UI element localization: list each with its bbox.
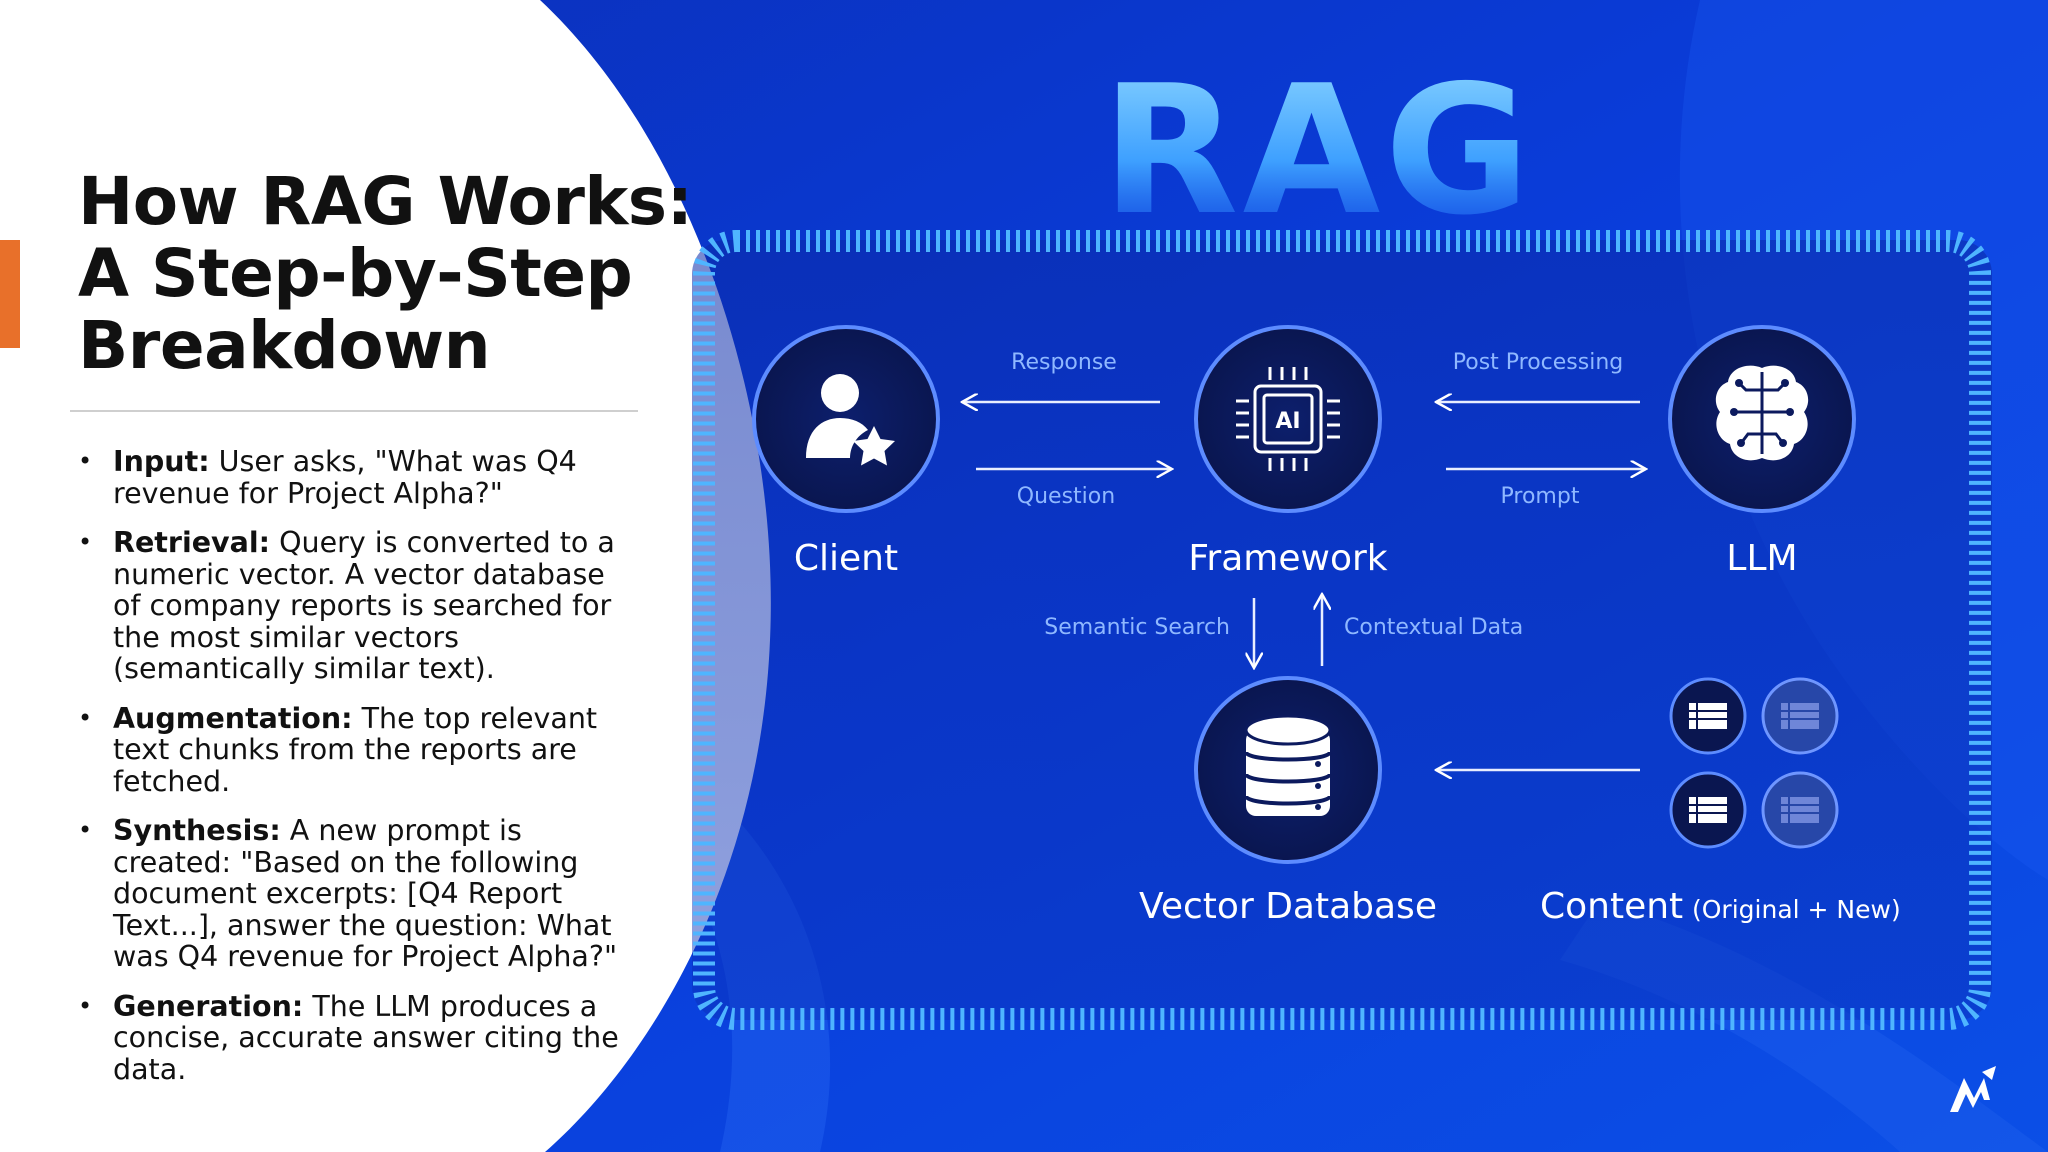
step-text: Query is converted to a numeric vector. … bbox=[113, 526, 615, 685]
document-list-icon bbox=[1761, 677, 1839, 755]
content-group bbox=[1669, 677, 1839, 849]
dashed-frame bbox=[693, 230, 1991, 1030]
page-title: How RAG Works: A Step-by-Step Breakdown bbox=[78, 166, 718, 382]
step-item-generation: Generation: The LLM produces a concise, … bbox=[78, 989, 638, 1086]
step-text: The LLM produces a concise, accurate ans… bbox=[113, 989, 619, 1086]
steps-list: Input: User asks, "What was Q4 revenue f… bbox=[78, 446, 638, 1103]
step-label: Synthesis: bbox=[113, 814, 281, 847]
content-note: (Original + New) bbox=[1692, 895, 1901, 924]
prompt-label: Prompt bbox=[1501, 484, 1580, 509]
document-list-icon bbox=[1669, 771, 1747, 849]
framework-label: Framework bbox=[1188, 538, 1387, 579]
ai-chip-icon bbox=[1236, 367, 1340, 471]
response-label: Response bbox=[1011, 350, 1117, 375]
document-list-icon bbox=[1669, 677, 1747, 755]
database-icon bbox=[1244, 714, 1332, 816]
accent-bar bbox=[0, 240, 20, 348]
user-star-icon bbox=[806, 374, 895, 466]
client-label: Client bbox=[794, 538, 898, 579]
semantic-search-label: Semantic Search bbox=[1044, 615, 1230, 640]
step-item-synthesis: Synthesis: A new prompt is created: "Bas… bbox=[78, 815, 638, 973]
step-item-augmentation: Augmentation: The top relevant text chun… bbox=[78, 701, 638, 798]
title-divider bbox=[70, 410, 638, 412]
vector-db-node bbox=[1194, 676, 1382, 864]
post-processing-label: Post Processing bbox=[1453, 350, 1624, 375]
step-label: Generation: bbox=[113, 989, 304, 1023]
ai-chip-label: AI bbox=[1275, 409, 1300, 434]
brain-circuit-icon bbox=[1715, 365, 1809, 461]
step-label: Input: bbox=[113, 445, 210, 478]
rag-heading: RAG bbox=[1102, 47, 1535, 254]
content-label: Content bbox=[1540, 886, 1683, 927]
framework-node: AI bbox=[1194, 325, 1382, 513]
step-text: The top relevant text chunks from the re… bbox=[113, 701, 598, 798]
step-item-input: Input: User asks, "What was Q4 revenue f… bbox=[78, 446, 638, 509]
question-label: Question bbox=[1017, 484, 1115, 509]
title-line: A Step-by-Step bbox=[78, 235, 633, 312]
title-line: Breakdown bbox=[78, 307, 491, 384]
step-text: A new prompt is created: "Based on the f… bbox=[113, 814, 618, 973]
contextual-data-label: Contextual Data bbox=[1344, 615, 1523, 640]
llm-node bbox=[1668, 325, 1856, 513]
brand-logo-icon bbox=[1950, 1066, 1996, 1112]
step-label: Augmentation: bbox=[113, 701, 353, 735]
step-label: Retrieval: bbox=[113, 526, 271, 559]
step-item-retrieval: Retrieval: Query is converted to a numer… bbox=[78, 527, 638, 685]
document-list-icon bbox=[1761, 771, 1839, 849]
title-line: How RAG Works: bbox=[78, 163, 693, 240]
llm-label: LLM bbox=[1726, 538, 1797, 579]
vector-db-label: Vector Database bbox=[1139, 886, 1437, 927]
step-text: User asks, "What was Q4 revenue for Proj… bbox=[113, 445, 577, 510]
client-node bbox=[752, 325, 940, 513]
